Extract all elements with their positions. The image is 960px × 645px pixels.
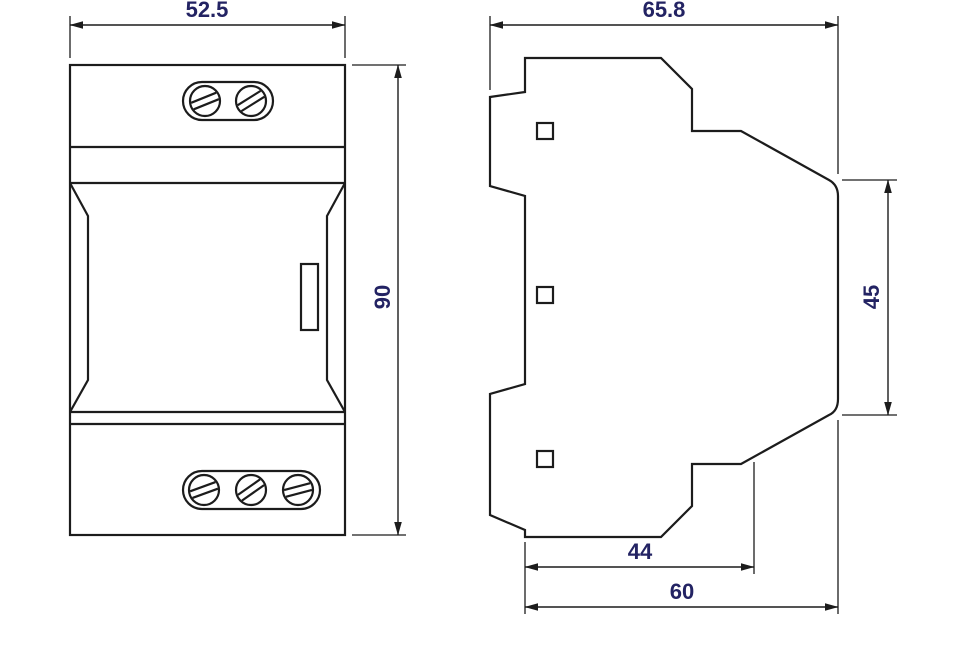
dim-side-depth: 65.8 [489,0,839,174]
screw-slot [283,482,313,498]
screw [234,84,268,118]
screw-head [187,473,221,507]
screw-head [234,473,268,507]
dim-side-depth-value: 65.8 [643,0,686,22]
dim-front-width: 52.5 [69,0,346,58]
marker-window [299,262,320,332]
screw-slot [189,481,219,499]
front-face-chamfer-left [69,182,90,413]
screw-head [281,473,315,507]
terminal-block-top [181,80,275,122]
screw-slot [237,89,265,113]
dim-side-total-depth-value: 60 [670,579,694,604]
screw [234,473,268,507]
screw-head [188,84,222,118]
screw [187,473,221,507]
terminal-block-bottom [181,469,322,511]
dim-side-total-depth: 60 [524,420,839,614]
terminal-slot-outline [181,80,275,122]
dim-side-lower-depth: 44 [524,462,755,574]
side-body-outline [488,56,840,539]
dim-side-face-height-value: 45 [859,285,884,309]
terminal-opening [535,449,555,469]
screw-slot [237,478,265,502]
screw [188,84,222,118]
screw-slot [190,91,220,111]
screw-head [234,84,268,118]
front-view [68,63,347,537]
terminal-opening [535,285,555,305]
side-view [488,56,840,539]
front-body-outline [68,63,347,537]
dim-front-height: 90 [352,64,406,536]
dim-side-face-height: 45 [842,179,897,416]
terminal-slot-outline [181,469,322,511]
front-face-chamfer-right [325,182,346,413]
dim-front-width-value: 52.5 [186,0,229,22]
screw [281,473,315,507]
dim-front-height-value: 90 [370,285,395,309]
dim-side-lower-depth-value: 44 [628,539,653,564]
terminal-opening [535,121,555,141]
